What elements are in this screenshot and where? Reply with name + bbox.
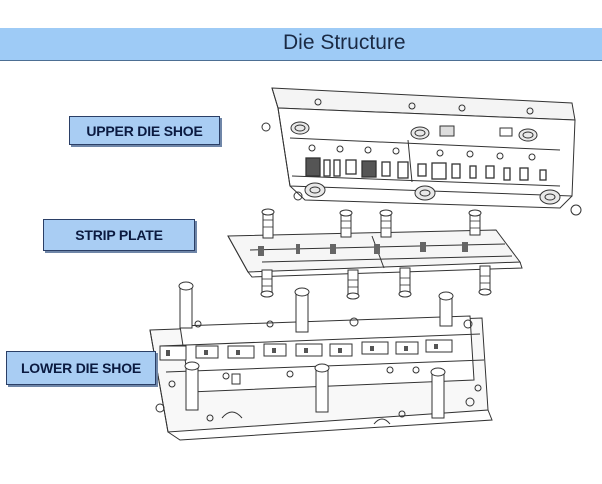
lower-die-shoe-label: LOWER DIE SHOE <box>6 351 156 385</box>
upper-die-shoe-label: UPPER DIE SHOE <box>69 116 220 145</box>
strip-plate-label: STRIP PLATE <box>43 219 195 251</box>
strip-plate <box>227 208 523 300</box>
upper-die-shoe <box>261 87 582 216</box>
page-title: Die Structure <box>283 31 406 54</box>
title-bar: Die Structure <box>0 28 602 61</box>
lower-die-shoe <box>149 281 493 441</box>
